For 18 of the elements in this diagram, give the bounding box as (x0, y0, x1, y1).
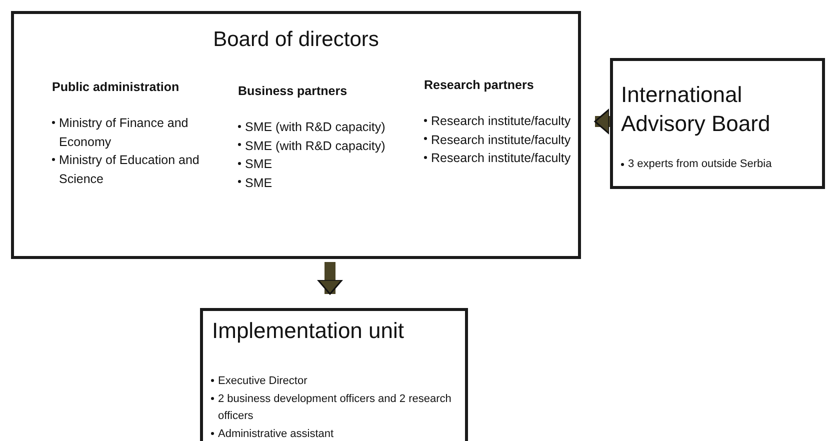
text-box (200, 308, 468, 441)
text-box (610, 58, 825, 189)
bullet-item: 2 business development officers and 2 research officers (211, 390, 461, 426)
block-arrow (594, 108, 610, 134)
box-title: Board of directors (212, 27, 380, 53)
block-arrow (317, 262, 343, 295)
bullet-item: Administrative assistant (211, 426, 461, 441)
column-heading: Research partners (424, 78, 535, 92)
text-box (11, 11, 581, 259)
column-heading: Public administration (52, 80, 180, 94)
box-title: International Advisory Board (621, 81, 771, 138)
bullet-item: Research institute/faculty (424, 130, 574, 149)
bullet-item: Research institute/faculty (424, 149, 574, 168)
bullet-item: Executive Director (211, 373, 461, 390)
column-heading: Business partners (238, 84, 348, 98)
bullet-item: 3 experts from outside Serbia (621, 157, 826, 172)
box-title: Implementation unit (212, 317, 405, 345)
bullet-item: Research institute/faculty (424, 112, 574, 130)
